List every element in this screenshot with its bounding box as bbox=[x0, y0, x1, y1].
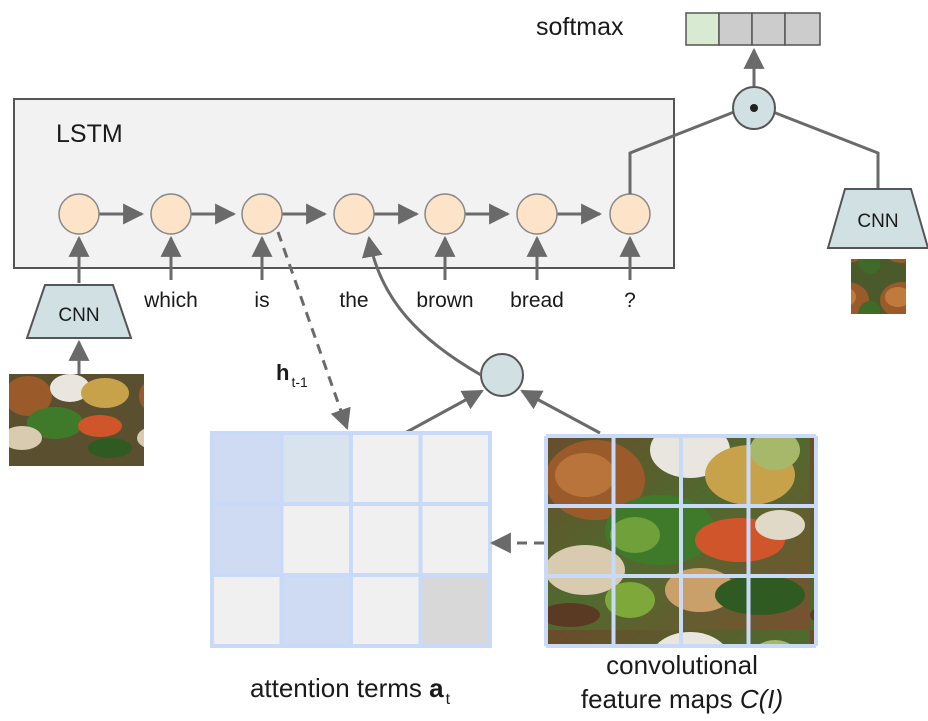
lstm-node-2 bbox=[150, 193, 192, 235]
input-image-thumbnail bbox=[9, 374, 144, 466]
combine-to-lstm-arrow bbox=[361, 235, 482, 377]
attention-cell-r2-c2 bbox=[279, 502, 353, 577]
attention-cell-r2-c3 bbox=[349, 502, 423, 577]
feature-caption-line2: feature maps C(I) bbox=[581, 684, 783, 714]
softmax-cell-4 bbox=[784, 12, 821, 46]
softmax-cell-3 bbox=[751, 12, 786, 46]
softmax-cell-2 bbox=[718, 12, 753, 46]
attention-cell-r2-c4 bbox=[418, 502, 492, 577]
lstm-node-6 bbox=[516, 193, 558, 235]
softmax-cell-1 bbox=[685, 12, 720, 46]
word-is: is bbox=[254, 289, 269, 312]
word-question-mark: ? bbox=[624, 289, 636, 312]
cnn-to-multiply-line bbox=[772, 110, 880, 189]
lstm-node-4 bbox=[333, 193, 375, 235]
multiply-dot-icon bbox=[750, 104, 758, 112]
attention-to-combine-arrow bbox=[404, 389, 484, 435]
lstm-node-3 bbox=[241, 193, 283, 235]
lstm-node-1 bbox=[58, 193, 100, 235]
lstm-node-5 bbox=[424, 193, 466, 235]
cnn-right bbox=[826, 188, 928, 249]
word-which: which bbox=[143, 289, 198, 312]
feature-caption-line1: convolutional bbox=[606, 650, 758, 680]
attention-cell-r1-c2 bbox=[279, 431, 353, 506]
softmax-label: softmax bbox=[536, 13, 624, 41]
lstm-nodes bbox=[58, 193, 651, 235]
features-to-combine-arrow bbox=[520, 389, 601, 435]
output-image-thumbnail bbox=[851, 259, 906, 314]
cnn-left-label: CNN bbox=[58, 305, 99, 326]
cnn-left bbox=[25, 284, 133, 339]
attention-cell-r3-c3 bbox=[349, 573, 423, 648]
attention-cell-r1-c4 bbox=[418, 431, 492, 506]
lstm-label: LSTM bbox=[56, 120, 123, 148]
question-words: which is the brown bread ? bbox=[143, 289, 636, 312]
word-the: the bbox=[339, 289, 368, 312]
attention-cell-r3-c2 bbox=[279, 573, 353, 648]
attention-cell-r3-c4 bbox=[418, 573, 492, 648]
attention-combine-node bbox=[480, 353, 524, 397]
input-arrows bbox=[68, 235, 641, 283]
lstm-container bbox=[13, 98, 675, 269]
attention-cell-r1-c3 bbox=[349, 431, 423, 506]
attention-cell-r1-c1 bbox=[210, 431, 284, 506]
word-bread: bread bbox=[510, 289, 564, 312]
lstm-to-multiply-line bbox=[628, 110, 735, 194]
attention-grid bbox=[210, 431, 492, 648]
attention-cell-r3-c1 bbox=[210, 573, 284, 648]
hidden-state-dashed-arrow bbox=[276, 231, 351, 430]
lstm-node-7 bbox=[609, 193, 651, 235]
word-brown: brown bbox=[416, 289, 473, 312]
cnn-right-label: CNN bbox=[857, 211, 898, 232]
attention-cell-r2-c1 bbox=[210, 502, 284, 577]
softmax-vector bbox=[685, 12, 821, 46]
feature-map-grid-lines bbox=[544, 434, 818, 648]
